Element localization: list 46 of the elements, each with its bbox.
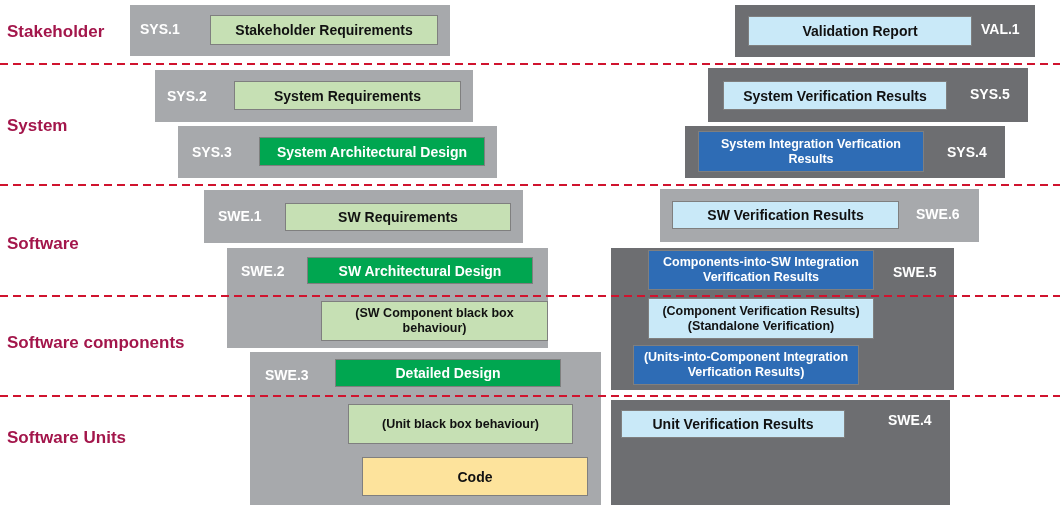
work-product-box: SW Verification Results (672, 201, 899, 229)
process-panel (178, 126, 497, 178)
layer-label: Software (7, 234, 79, 254)
process-id: VAL.1 (981, 21, 1020, 37)
process-panel (155, 70, 473, 122)
process-id: SYS.2 (167, 88, 207, 104)
process-id: SWE.2 (241, 263, 285, 279)
work-product-box: (Component Verification Results) (Standalone Verification) (648, 298, 874, 339)
work-product-box: System Architectural Design (259, 137, 485, 166)
process-id: SWE.4 (888, 412, 932, 428)
process-panel (685, 126, 1005, 178)
work-product-box: Code (362, 457, 588, 496)
process-panel (660, 189, 979, 242)
process-id: SWE.3 (265, 367, 309, 383)
work-product-box: Unit Verification Results (621, 410, 845, 438)
process-id: SYS.3 (192, 144, 232, 160)
work-product-box: System Requirements (234, 81, 461, 110)
work-product-box: Validation Report (748, 16, 972, 46)
work-product-box: (SW Component black box behaviour) (321, 301, 548, 341)
layer-label: Software Units (7, 428, 127, 448)
process-panel (611, 400, 950, 505)
process-panel (130, 5, 450, 56)
work-product-box: Components-into-SW Integration Verification Results (648, 250, 874, 290)
process-panel (708, 68, 1028, 122)
work-product-box: SW Requirements (285, 203, 511, 231)
work-product-box: (Unit black box behaviour) (348, 404, 573, 444)
process-panel (227, 248, 548, 348)
process-id: SWE.1 (218, 208, 262, 224)
work-product-box: System Verification Results (723, 81, 947, 110)
process-panel (250, 352, 601, 505)
process-panel (611, 248, 954, 390)
process-id: SYS.5 (970, 86, 1010, 102)
work-product-box: Stakeholder Requirements (210, 15, 438, 45)
process-panel (204, 190, 523, 243)
work-product-box: SW Architectural Design (307, 257, 533, 284)
layer-label: Software components (7, 333, 185, 353)
layer-label: Stakeholder (7, 22, 105, 42)
work-product-box: System Integration Verfication Results (698, 131, 924, 172)
process-id: SWE.5 (893, 264, 937, 280)
work-product-box: Detailed Design (335, 359, 561, 387)
process-id: SYS.1 (140, 21, 180, 37)
layer-label: System (7, 116, 68, 136)
process-id: SYS.4 (947, 144, 987, 160)
process-panel (735, 5, 1035, 57)
work-product-box: (Units-into-Component Integration Verfication Results) (633, 345, 859, 385)
process-id: SWE.6 (916, 206, 960, 222)
